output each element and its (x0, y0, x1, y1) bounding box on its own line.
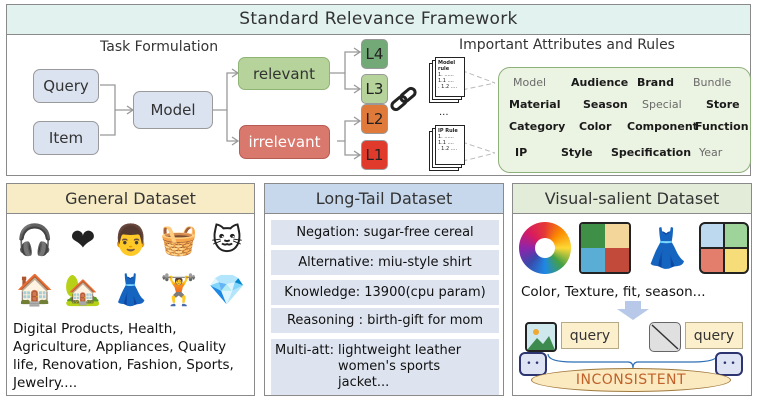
doc-line: 1.1 .... (438, 140, 454, 146)
pets-icon: 🐱 (211, 222, 243, 258)
attr-audience: Audience (571, 76, 629, 89)
visual-attributes-caption: Color, Texture, fit, season... (521, 284, 706, 300)
attr-year: Year (699, 146, 723, 159)
attr-function: Function (695, 120, 749, 133)
renovation-icon: 🏠 (16, 272, 54, 308)
attr-season: Season (583, 98, 628, 111)
model-box: Model (133, 91, 213, 129)
level-l1: L1 (361, 140, 388, 170)
attributes-box: Model Audience Brand Bundle Material Sea… (498, 67, 751, 173)
knowledge-row: Knowledge: 13900(cpu param) (271, 280, 499, 305)
doc-line: . 1.2 .... (438, 84, 458, 90)
ellipsis: ... (439, 107, 449, 118)
model-rule-document-icon: Model rule 1. ...... 1.1 .... . 1.2 .... (435, 57, 465, 97)
relevant-box: relevant (238, 57, 330, 90)
image-icon (525, 322, 557, 352)
color-wheel-icon (519, 222, 571, 274)
attr-store: Store (706, 98, 740, 111)
reasoning-row: Reasoning : birth-gift for mom (271, 308, 499, 333)
attr-category: Category (509, 120, 566, 133)
general-dataset-title: General Dataset (7, 184, 254, 214)
attr-brand: Brand (637, 76, 674, 89)
digital-products-icon: 🎧 (16, 222, 54, 258)
doc-title: IP Rule (438, 128, 458, 134)
negation-row: Negation: sugar-free cereal (271, 220, 499, 245)
down-arrow-icon (617, 301, 649, 320)
attr-style: Style (561, 146, 593, 159)
attr-special: Special (642, 98, 682, 111)
fashion-icon: 👗 (112, 272, 150, 308)
long-tail-dataset-title: Long-Tail Dataset (265, 184, 503, 214)
doc-line: 1.1 .... (438, 78, 454, 84)
framework-title: Standard Relevance Framework (7, 5, 750, 35)
attr-bundle: Bundle (693, 76, 732, 89)
ip-rule-document-icon: IP Rule 1. ...... 1.1 .... . 1.2 .... (435, 125, 465, 165)
attr-model: Model (513, 76, 547, 89)
query-box-right: query (685, 322, 743, 349)
home-goods-icon: 🏡 (64, 272, 102, 308)
attr-specification: Specification (611, 146, 692, 159)
happy-robot-icon: • • (519, 352, 547, 376)
doc-line: . 1.2 .... (438, 146, 458, 152)
task-formulation-title: Task Formulation (100, 39, 219, 55)
missing-image-icon (649, 322, 681, 352)
multi-att-label: Multi-att: (275, 343, 335, 358)
query-box: Query (33, 69, 99, 103)
attributes-title: Important Attributes and Rules (459, 37, 675, 53)
general-dataset-panel: General Dataset 🎧 ❤ 👨 🧺 🐱 🏠 🏡 👗 🏋 💎 Digi… (6, 183, 255, 396)
item-box: Item (33, 121, 99, 155)
long-tail-dataset-panel: Long-Tail Dataset Negation: sugar-free c… (264, 183, 504, 396)
multi-att-row: Multi-att: lightweight leather women's s… (271, 339, 499, 395)
health-icon: ❤ (70, 222, 96, 258)
appliances-icon: 🧺 (160, 222, 198, 258)
standard-relevance-panel: Standard Relevance Framework Task Formul… (6, 4, 751, 176)
visual-salient-dataset-panel: Visual-salient Dataset 👗 Color, Texture,… (512, 183, 752, 396)
visual-salient-dataset-title: Visual-salient Dataset (513, 184, 751, 214)
general-categories-text: Digital Products, Health, Agriculture, A… (13, 321, 234, 391)
agriculture-icon: 👨 (112, 222, 150, 258)
doc-line: 1. ...... (438, 134, 454, 140)
multi-att-value: lightweight leather women's sports jacke… (338, 343, 462, 390)
season-icon (699, 222, 749, 274)
attr-ip: IP (515, 146, 528, 159)
flow-connectors (100, 47, 496, 166)
texture-icon (579, 222, 631, 274)
level-l3: L3 (361, 74, 388, 104)
attr-material: Material (509, 98, 561, 111)
doc-title: Model rule (438, 60, 456, 72)
query-box-left: query (561, 322, 619, 349)
doc-line: 1. ...... (438, 72, 454, 78)
inconsistent-cloud: INCONSISTENT (531, 368, 731, 392)
alternative-row: Alternative: miu-style shirt (271, 250, 499, 275)
level-l4: L4 (361, 39, 388, 69)
sports-icon: 🏋 (160, 272, 198, 308)
sad-robot-icon: • • (715, 352, 743, 376)
link-icon (390, 86, 417, 112)
fit-icon: 👗 (643, 225, 691, 270)
level-l2: L2 (361, 104, 388, 134)
attr-color: Color (579, 120, 612, 133)
irrelevant-box: irrelevant (239, 125, 330, 159)
jewelry-icon: 💎 (208, 272, 246, 308)
attr-component: Component (627, 120, 698, 133)
